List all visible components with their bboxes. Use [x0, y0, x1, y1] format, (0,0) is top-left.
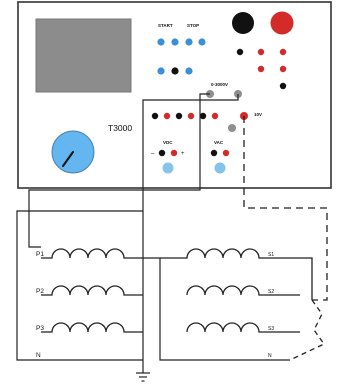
aux-terminal-gray[interactable] [228, 124, 236, 132]
left-rail-wire [16, 210, 143, 361]
dashed-aux-lead [243, 116, 328, 301]
vac-meter [214, 162, 226, 174]
vdc-terminal-black[interactable] [158, 149, 166, 157]
terminal-red[interactable] [187, 112, 195, 120]
large-black-knob[interactable] [232, 12, 254, 34]
vac-terminal-red[interactable] [222, 149, 230, 157]
blue-button[interactable] [171, 38, 179, 46]
secondary-windings [160, 248, 313, 333]
hv-lead-wire [28, 93, 210, 248]
button-row-bottom [157, 67, 193, 75]
output-range-label: 0-3000V [211, 82, 228, 87]
secondary-coil-s1 [160, 248, 313, 300]
vdc-minus-sign: – [151, 151, 155, 157]
terminal-black[interactable] [236, 48, 244, 56]
wiring [16, 93, 290, 361]
primary-label-p2: P2 [36, 288, 44, 295]
blue-button[interactable] [185, 67, 193, 75]
secondary-coil-s2 [186, 285, 300, 296]
terminal-black[interactable] [199, 112, 207, 120]
vdc-plus-sign: + [181, 151, 185, 157]
secondary-coil-s3 [186, 322, 300, 333]
ground-icon [136, 360, 150, 382]
secondary-rail-wire [143, 257, 290, 361]
start-button[interactable] [185, 38, 193, 46]
middle-terminal-row [151, 112, 219, 120]
primary-label-p3: P3 [36, 325, 44, 332]
blue-button[interactable] [157, 67, 165, 75]
primary-coil-p2 [41, 285, 143, 296]
primary-neutral-label: N [36, 352, 41, 359]
terminal-red[interactable] [163, 112, 171, 120]
terminal-black[interactable] [175, 112, 183, 120]
terminal-red[interactable] [257, 48, 265, 56]
terminal-red[interactable] [257, 65, 265, 73]
button-row-top [157, 38, 206, 46]
vdc-terminal-red[interactable] [170, 149, 178, 157]
terminal-red[interactable] [211, 112, 219, 120]
vdc-label: VDC [163, 140, 173, 145]
vac-terminal-black[interactable] [210, 149, 218, 157]
terminal-red[interactable] [279, 48, 287, 56]
dashed-zigzag-lead [289, 299, 325, 361]
secondary-label-s2: S2 [268, 289, 274, 295]
stop-button[interactable] [198, 38, 206, 46]
primary-coil-p3 [41, 322, 143, 333]
terminal-black[interactable] [279, 82, 287, 90]
secondary-neutral-label: N [268, 353, 272, 359]
primary-label-p1: P1 [36, 251, 44, 258]
ground-lead-wire [142, 94, 239, 360]
primary-coil-p1 [41, 248, 143, 259]
terminal-red[interactable] [279, 65, 287, 73]
right-terminal-block [236, 48, 287, 90]
display-screen [35, 18, 132, 93]
large-red-knob[interactable] [270, 11, 294, 35]
aux-voltage-label: 10V [254, 112, 262, 117]
secondary-label-s3: S3 [268, 326, 274, 332]
vac-label: VAC [214, 140, 224, 145]
primary-windings [41, 248, 143, 333]
secondary-label-s1: S1 [268, 252, 274, 258]
vdc-meter [162, 162, 174, 174]
device-name-label: T3000 [108, 123, 132, 133]
black-button[interactable] [171, 67, 179, 75]
knob-pointer [62, 151, 74, 167]
blue-button[interactable] [157, 38, 165, 46]
start-label: START [158, 23, 173, 28]
terminal-black[interactable] [151, 112, 159, 120]
stop-label: STOP [187, 23, 199, 28]
